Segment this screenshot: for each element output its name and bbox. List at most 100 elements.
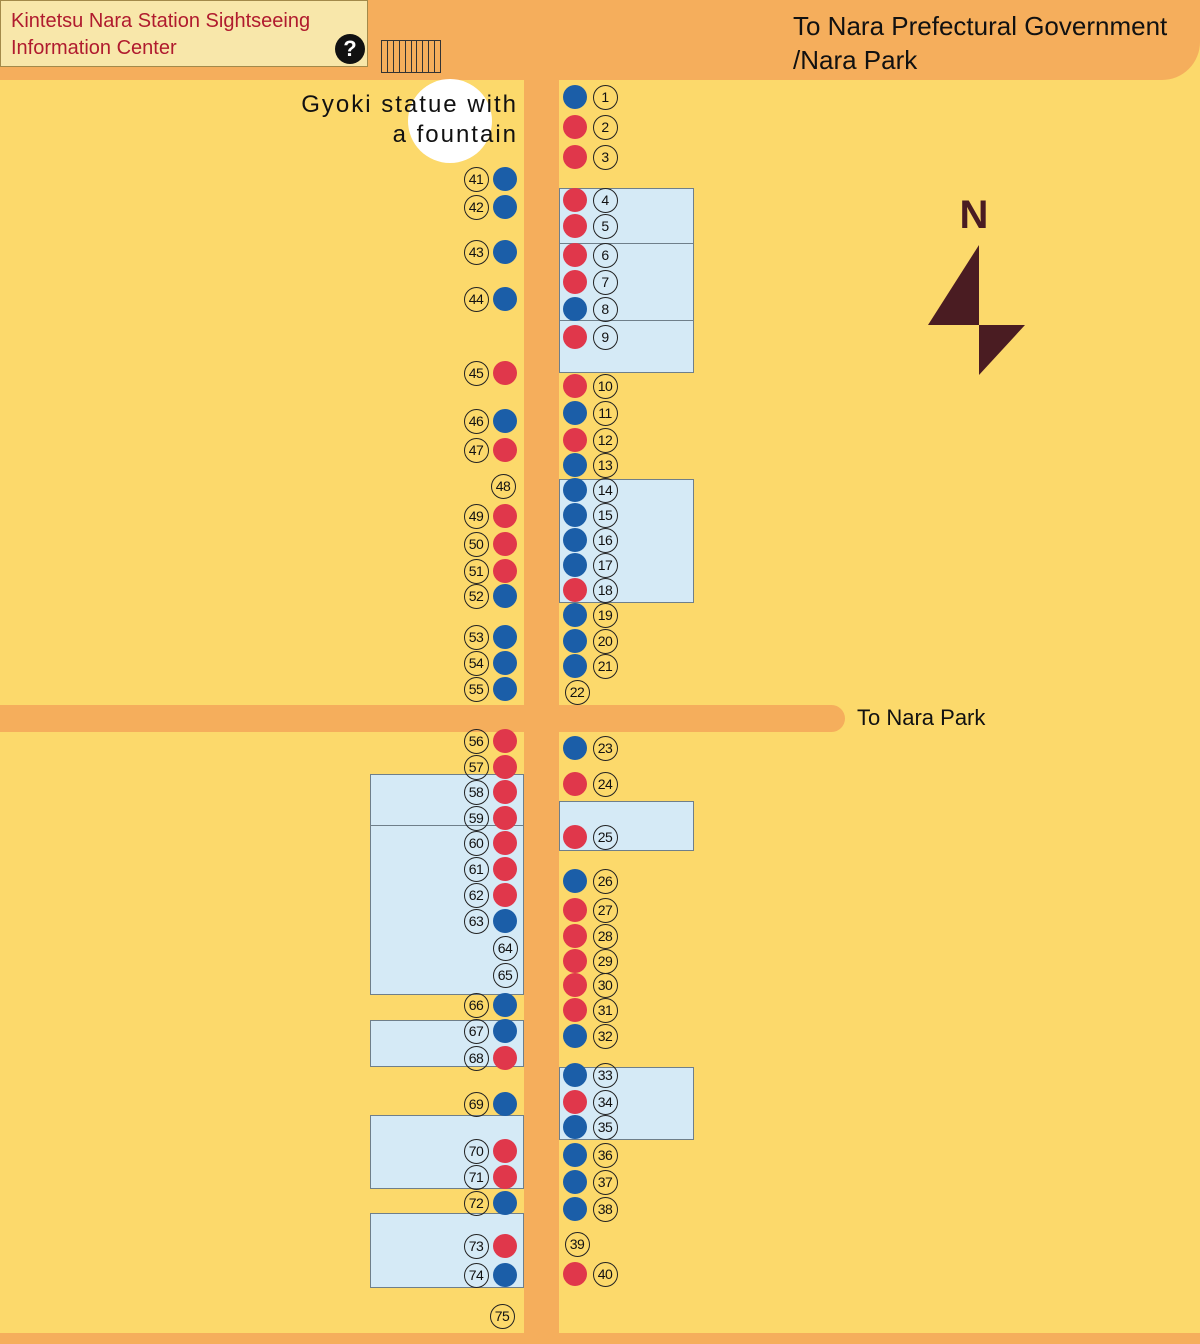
red-marker bbox=[563, 772, 587, 796]
spot-number-41: 41 bbox=[463, 166, 489, 192]
blue-marker bbox=[563, 453, 587, 477]
spot-number-70: 70 bbox=[463, 1138, 489, 1164]
red-marker bbox=[563, 145, 587, 169]
blue-marker bbox=[563, 603, 587, 627]
spot-number-53: 53 bbox=[463, 624, 489, 650]
spot-number-29: 29 bbox=[592, 948, 618, 974]
spot-number-24: 24 bbox=[592, 771, 618, 797]
blue-marker bbox=[563, 1143, 587, 1167]
blue-marker bbox=[493, 909, 517, 933]
red-marker bbox=[493, 806, 517, 830]
spot-number-28: 28 bbox=[592, 923, 618, 949]
red-marker bbox=[493, 361, 517, 385]
spot-number-52: 52 bbox=[463, 583, 489, 609]
blue-marker bbox=[563, 297, 587, 321]
spot-number-7: 7 bbox=[592, 269, 618, 295]
red-marker bbox=[493, 1234, 517, 1258]
spot-number-21: 21 bbox=[592, 653, 618, 679]
blue-marker bbox=[563, 629, 587, 653]
blue-marker bbox=[493, 195, 517, 219]
blue-marker bbox=[563, 85, 587, 109]
blue-marker bbox=[563, 1115, 587, 1139]
spot-number-48: 48 bbox=[490, 473, 516, 499]
blue-marker bbox=[563, 401, 587, 425]
spot-number-15: 15 bbox=[592, 502, 618, 528]
red-marker bbox=[493, 559, 517, 583]
red-marker bbox=[493, 438, 517, 462]
red-marker bbox=[563, 898, 587, 922]
spot-number-71: 71 bbox=[463, 1164, 489, 1190]
spot-number-9: 9 bbox=[592, 324, 618, 350]
blue-marker bbox=[563, 478, 587, 502]
spot-number-26: 26 bbox=[592, 868, 618, 894]
spot-number-37: 37 bbox=[592, 1169, 618, 1195]
red-marker bbox=[563, 1262, 587, 1286]
spot-number-11: 11 bbox=[592, 400, 618, 426]
spot-number-54: 54 bbox=[463, 650, 489, 676]
red-marker bbox=[493, 1046, 517, 1070]
spot-number-51: 51 bbox=[463, 558, 489, 584]
blue-marker bbox=[563, 736, 587, 760]
spot-number-43: 43 bbox=[463, 239, 489, 265]
spot-number-55: 55 bbox=[463, 676, 489, 702]
bottom-road bbox=[0, 1333, 1200, 1344]
direction-label-prefectural-government: To Nara Prefectural Government /Nara Par… bbox=[793, 11, 1168, 75]
spot-number-25: 25 bbox=[592, 824, 618, 850]
blue-marker bbox=[493, 1092, 517, 1116]
red-marker bbox=[493, 755, 517, 779]
blue-marker bbox=[563, 654, 587, 678]
stairs-icon bbox=[381, 40, 441, 73]
blue-marker bbox=[493, 1263, 517, 1287]
blue-marker bbox=[493, 1191, 517, 1215]
spot-number-63: 63 bbox=[463, 908, 489, 934]
spot-number-33: 33 bbox=[592, 1062, 618, 1088]
red-marker bbox=[493, 1165, 517, 1189]
spot-number-42: 42 bbox=[463, 194, 489, 220]
spot-number-56: 56 bbox=[463, 728, 489, 754]
red-marker bbox=[493, 1139, 517, 1163]
sightseeing-information-center: Kintetsu Nara Station Sightseeing Inform… bbox=[0, 0, 368, 67]
spot-number-65: 65 bbox=[492, 962, 518, 988]
spot-number-64: 64 bbox=[492, 935, 518, 961]
red-marker bbox=[563, 243, 587, 267]
spot-number-17: 17 bbox=[592, 552, 618, 578]
spot-number-27: 27 bbox=[592, 897, 618, 923]
spot-number-38: 38 bbox=[592, 1196, 618, 1222]
blue-marker bbox=[563, 1197, 587, 1221]
red-marker bbox=[493, 729, 517, 753]
spot-number-13: 13 bbox=[592, 452, 618, 478]
blue-marker bbox=[493, 993, 517, 1017]
spot-number-3: 3 bbox=[592, 144, 618, 170]
direction-label-nara-park: To Nara Park bbox=[857, 705, 986, 730]
spot-number-46: 46 bbox=[463, 408, 489, 434]
spot-number-36: 36 bbox=[592, 1142, 618, 1168]
spot-number-62: 62 bbox=[463, 882, 489, 908]
spot-number-23: 23 bbox=[592, 735, 618, 761]
blue-marker bbox=[563, 503, 587, 527]
statue-label: Gyoki statue with a fountain bbox=[301, 91, 518, 148]
blue-marker bbox=[563, 1063, 587, 1087]
north-label: N bbox=[960, 193, 989, 237]
spot-number-1: 1 bbox=[592, 84, 618, 110]
red-marker bbox=[493, 504, 517, 528]
spot-number-8: 8 bbox=[592, 296, 618, 322]
spot-number-18: 18 bbox=[592, 577, 618, 603]
spot-number-16: 16 bbox=[592, 527, 618, 553]
blue-marker bbox=[493, 625, 517, 649]
spot-number-73: 73 bbox=[463, 1233, 489, 1259]
spot-number-68: 68 bbox=[463, 1045, 489, 1071]
blue-marker bbox=[563, 1170, 587, 1194]
spot-number-69: 69 bbox=[463, 1091, 489, 1117]
red-marker bbox=[563, 825, 587, 849]
red-marker bbox=[563, 270, 587, 294]
spot-number-45: 45 bbox=[463, 360, 489, 386]
spot-number-72: 72 bbox=[463, 1190, 489, 1216]
spot-number-20: 20 bbox=[592, 628, 618, 654]
north-arrow-icon: N bbox=[928, 193, 1025, 375]
spot-number-67: 67 bbox=[463, 1018, 489, 1044]
red-marker bbox=[493, 532, 517, 556]
red-marker bbox=[563, 374, 587, 398]
spot-number-60: 60 bbox=[463, 830, 489, 856]
blue-marker bbox=[493, 1019, 517, 1043]
